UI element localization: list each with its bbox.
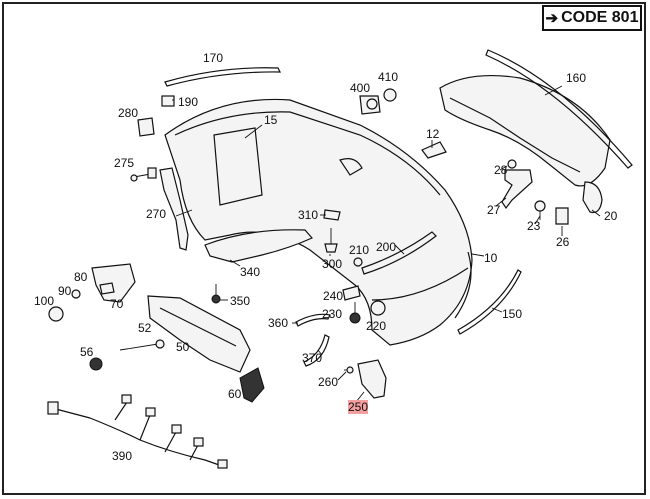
label-275[interactable]: 275 xyxy=(114,156,134,170)
label-100[interactable]: 100 xyxy=(34,294,54,308)
label-160[interactable]: 160 xyxy=(566,71,586,85)
leader-lines xyxy=(172,85,601,403)
part-240-bracket[interactable] xyxy=(342,285,361,301)
part-90-rivet[interactable] xyxy=(71,289,81,299)
label-10[interactable]: 10 xyxy=(484,251,498,265)
part-28-clip[interactable] xyxy=(507,159,517,169)
diagram-frame xyxy=(2,2,646,495)
label-360[interactable]: 360 xyxy=(268,316,288,330)
label-27[interactable]: 27 xyxy=(487,203,501,217)
label-170[interactable]: 170 xyxy=(203,51,223,65)
part-390-harness[interactable] xyxy=(47,394,228,469)
part-260-screw[interactable] xyxy=(344,366,354,374)
label-12[interactable]: 12 xyxy=(426,127,440,141)
part-170-trim[interactable] xyxy=(164,67,281,87)
label-52[interactable]: 52 xyxy=(138,321,152,335)
part-340-insert[interactable] xyxy=(204,229,313,263)
part-275-screw[interactable] xyxy=(130,167,157,182)
part-10-side-edge[interactable] xyxy=(454,251,472,319)
label-370[interactable]: 370 xyxy=(302,351,322,365)
part-150-trim[interactable] xyxy=(457,269,522,335)
label-410[interactable]: 410 xyxy=(378,70,398,84)
label-80[interactable]: 80 xyxy=(74,270,88,284)
part-350-screw[interactable] xyxy=(211,284,221,304)
part-230-screw[interactable] xyxy=(349,302,361,324)
label-50[interactable]: 50 xyxy=(176,340,190,354)
label-310[interactable]: 310 xyxy=(298,208,318,222)
label-250[interactable]: 250 xyxy=(348,400,368,414)
part-15-bumper-cover[interactable] xyxy=(164,98,473,346)
part-270-support[interactable] xyxy=(159,167,189,251)
highlight-250 xyxy=(348,400,368,414)
part-200-strip[interactable] xyxy=(361,231,437,275)
label-240[interactable]: 240 xyxy=(323,289,343,303)
label-20[interactable]: 20 xyxy=(604,209,618,223)
label-90[interactable]: 90 xyxy=(58,284,72,298)
part-27-bracket[interactable] xyxy=(501,169,533,210)
part-220-nut[interactable] xyxy=(370,300,386,316)
label-230[interactable]: 230 xyxy=(322,307,342,321)
part-300-stud[interactable] xyxy=(324,228,338,253)
label-270[interactable]: 270 xyxy=(146,207,166,221)
arrow-icon: ➔ xyxy=(545,10,559,27)
label-200[interactable]: 200 xyxy=(376,240,396,254)
part-410-ring[interactable] xyxy=(383,88,397,102)
label-280[interactable]: 280 xyxy=(118,106,138,120)
part-370-liner[interactable] xyxy=(303,334,330,367)
label-390[interactable]: 390 xyxy=(112,449,132,463)
part-26-clip[interactable] xyxy=(555,207,569,225)
part-60-bracket[interactable] xyxy=(239,367,265,403)
part-400-sensor[interactable] xyxy=(359,95,381,115)
part-52-bolt[interactable] xyxy=(119,339,165,351)
part-250-bracket[interactable] xyxy=(357,359,387,399)
label-260[interactable]: 260 xyxy=(318,375,338,389)
label-350[interactable]: 350 xyxy=(230,294,250,308)
part-20-bracket[interactable] xyxy=(582,181,603,214)
label-210[interactable]: 210 xyxy=(349,243,369,257)
label-28[interactable]: 28 xyxy=(494,163,508,177)
label-56[interactable]: 56 xyxy=(80,345,94,359)
label-190[interactable]: 190 xyxy=(178,95,198,109)
label-150[interactable]: 150 xyxy=(502,307,522,321)
part-210-washer[interactable] xyxy=(353,257,363,267)
part-360-liner[interactable] xyxy=(295,313,331,327)
label-300[interactable]: 300 xyxy=(322,257,342,271)
code-801-box[interactable]: ➔ CODE 801 xyxy=(542,5,642,31)
part-100-nut[interactable] xyxy=(48,306,64,322)
label-60[interactable]: 60 xyxy=(228,387,242,401)
part-56-nut[interactable] xyxy=(89,357,103,371)
part-310-clip[interactable] xyxy=(323,209,341,221)
part-labels: 170 160 410 400 190 280 15 12 275 28 270… xyxy=(34,51,618,463)
label-220[interactable]: 220 xyxy=(366,319,386,333)
part-50-absorber[interactable] xyxy=(147,295,251,373)
part-12-bracket[interactable] xyxy=(421,141,447,159)
label-70[interactable]: 70 xyxy=(110,297,124,311)
label-340[interactable]: 340 xyxy=(240,265,260,279)
part-190-clip[interactable] xyxy=(161,95,175,107)
part-160-bumper-upper[interactable] xyxy=(439,49,633,187)
part-23-screw[interactable] xyxy=(534,200,546,220)
label-26[interactable]: 26 xyxy=(556,235,570,249)
label-15[interactable]: 15 xyxy=(264,113,278,127)
label-23[interactable]: 23 xyxy=(527,219,541,233)
part-70-clip[interactable] xyxy=(99,282,115,295)
code-label: CODE 801 xyxy=(561,9,639,26)
part-280-bracket[interactable] xyxy=(137,117,155,137)
label-400[interactable]: 400 xyxy=(350,81,370,95)
